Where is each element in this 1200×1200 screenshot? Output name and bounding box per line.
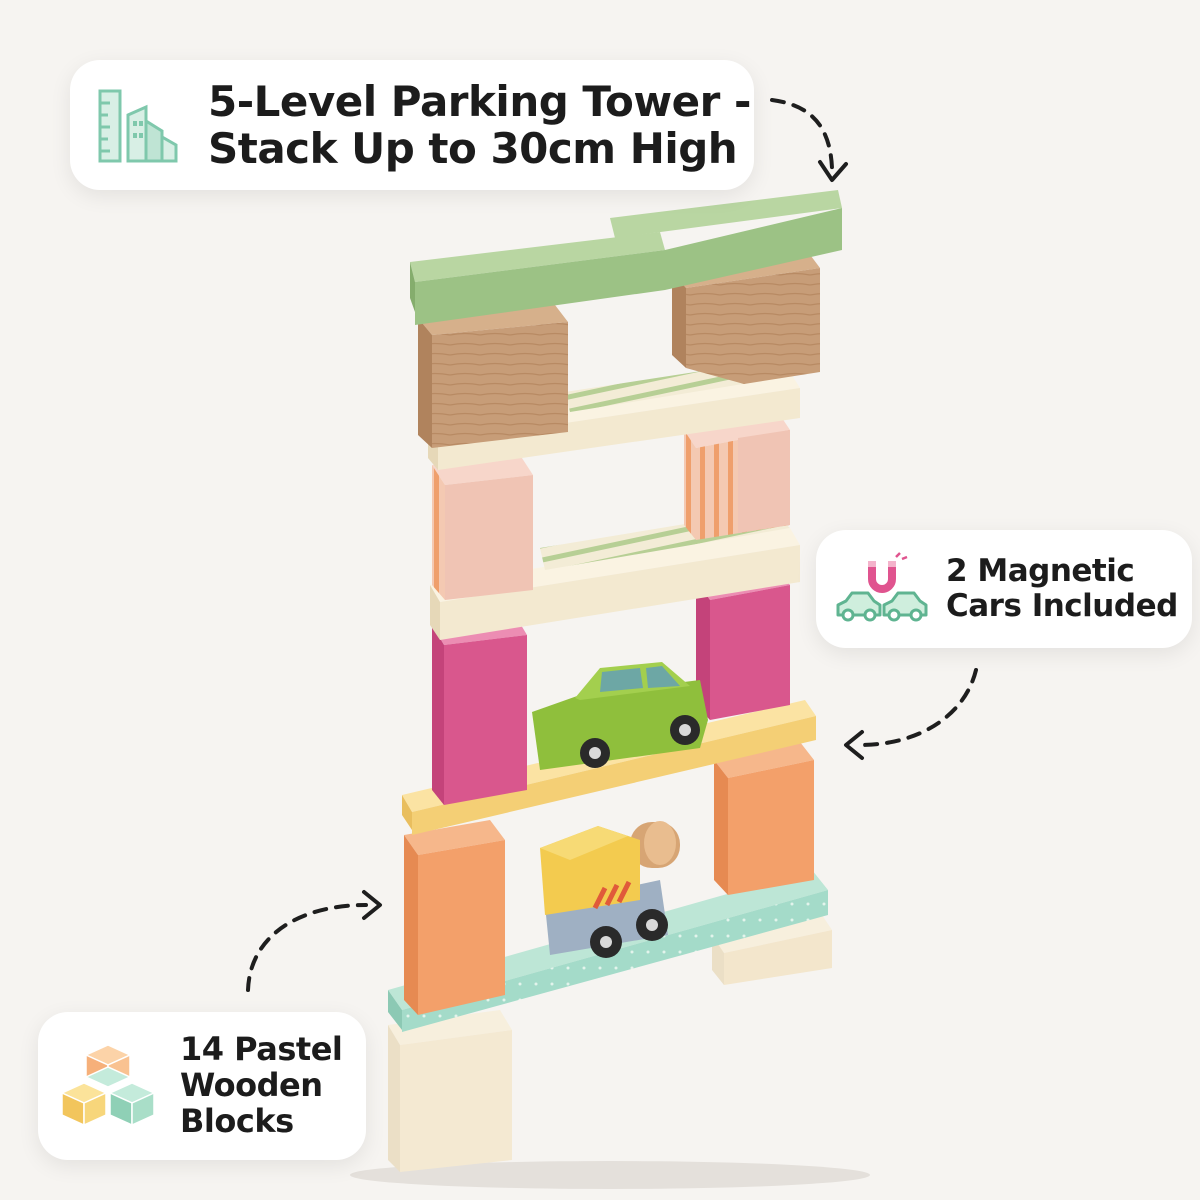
green-plank-top-right [610, 190, 842, 290]
arrow-to-car [858, 668, 978, 747]
arrow-to-top [770, 98, 834, 170]
callout-height-line-1: 5-Level Parking Tower - [208, 76, 751, 126]
arrow-head-blocks [362, 890, 382, 920]
orange-pillar-right [714, 742, 814, 895]
callout-cars-line-1: 2 Magnetic [946, 553, 1135, 590]
arrow-head-top [818, 160, 848, 182]
cream-foot-right [712, 912, 832, 985]
pink-pillar-left [432, 455, 533, 600]
arrow-head-car [844, 730, 864, 760]
callout-height-line-2: Stack Up to 30cm High [208, 124, 738, 173]
car-icon-right [882, 591, 928, 622]
wood-block-left [418, 305, 568, 448]
callout-cars-text: 2 Magnetic Cars Included [946, 554, 1178, 623]
callout-blocks: 14 Pastel Wooden Blocks [38, 1012, 366, 1160]
callout-cars: 2 Magnetic Cars Included [816, 530, 1192, 648]
green-plank-top-left [410, 232, 665, 325]
callout-cars-line-2: Cars Included [946, 588, 1178, 624]
magnet-cars-icon [836, 552, 928, 622]
tower-shadow [350, 1161, 870, 1189]
yellow-dump-truck [540, 821, 680, 958]
callout-blocks-line-2: Wooden [180, 1066, 323, 1105]
stacked-cubes-icon [60, 1044, 156, 1127]
orange-pillar-left [404, 820, 505, 1015]
arrow-to-blocks [246, 903, 368, 992]
cream-foot-left [388, 1010, 512, 1172]
ruler-building-icon [98, 89, 178, 163]
callout-blocks-text: 14 Pastel Wooden Blocks [180, 1030, 343, 1140]
callout-height-text: 5-Level Parking Tower - Stack Up to 30cm… [208, 78, 751, 172]
callout-blocks-line-1: 14 Pastel [180, 1030, 343, 1069]
green-toy-car [532, 662, 708, 770]
callout-height: 5-Level Parking Tower - Stack Up to 30cm… [70, 60, 754, 190]
car-icon-left [836, 591, 882, 622]
magenta-pillar-left [432, 615, 527, 805]
callout-blocks-line-3: Blocks [180, 1101, 294, 1140]
